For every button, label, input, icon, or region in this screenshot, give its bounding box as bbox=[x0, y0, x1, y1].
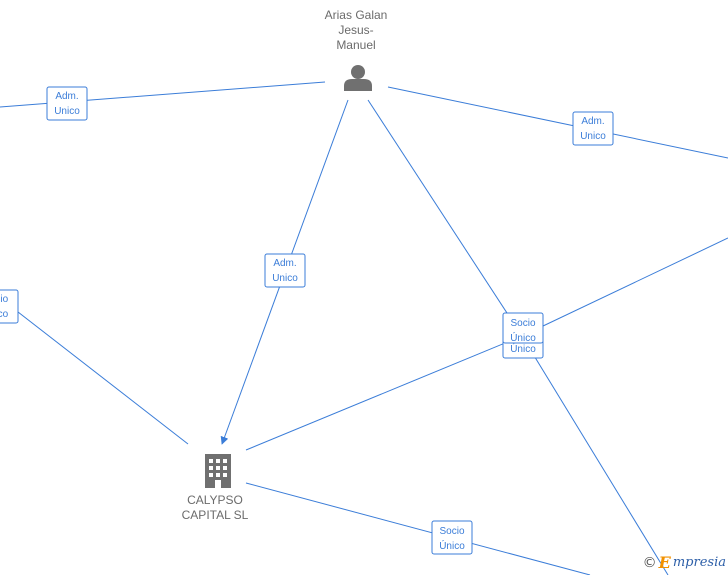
edge-person-to-right bbox=[387, 86, 728, 159]
svg-text:Adm.: Adm. bbox=[55, 91, 78, 102]
copyright-symbol: © bbox=[642, 554, 657, 571]
brand-name: mpresia bbox=[672, 555, 726, 570]
person-icon bbox=[344, 65, 372, 91]
company-name-line-2: CAPITAL SL bbox=[182, 508, 249, 522]
edge-left-to-company bbox=[0, 297, 189, 445]
svg-text:Socio: Socio bbox=[510, 318, 535, 329]
edge-label-left-top[interactable]: Adm. Unico bbox=[46, 86, 88, 121]
svg-text:Adm.: Adm. bbox=[581, 116, 604, 127]
brand-initial: E bbox=[658, 553, 671, 572]
person-name-line-1: Arias Galan bbox=[325, 8, 388, 22]
edge-label-right-top[interactable]: Adm. Unico bbox=[572, 111, 614, 146]
svg-text:Único: Único bbox=[510, 342, 536, 355]
svg-text:Único: Único bbox=[439, 539, 465, 552]
edge-label-socio-upper[interactable]: Socio Único bbox=[502, 312, 544, 344]
company-node[interactable]: CALYPSO CAPITAL SL bbox=[182, 454, 249, 522]
svg-text:ocio: ocio bbox=[0, 294, 9, 305]
edge-person-to-socio bbox=[367, 99, 523, 337]
person-node[interactable]: Arias Galan Jesus- Manuel bbox=[325, 8, 388, 91]
building-icon bbox=[205, 454, 231, 488]
edge-company-to-bottom bbox=[245, 482, 591, 575]
edge-label-bottom[interactable]: Socio Único bbox=[431, 520, 473, 555]
edge-label-center[interactable]: Adm. Unico bbox=[264, 253, 306, 288]
edge-socio-to-bottom-right bbox=[521, 335, 669, 575]
edge-label-left-mid[interactable]: ocio nico bbox=[0, 289, 19, 324]
person-name-line-3: Manuel bbox=[336, 38, 375, 52]
edge-socio-to-right bbox=[521, 237, 728, 337]
svg-text:Unico: Unico bbox=[580, 131, 606, 142]
svg-text:Unico: Unico bbox=[54, 106, 80, 117]
company-name-line-1: CALYPSO bbox=[187, 493, 243, 507]
edge-company-to-socio bbox=[245, 335, 523, 451]
svg-text:Único: Único bbox=[510, 331, 536, 344]
svg-text:nico: nico bbox=[0, 309, 9, 320]
svg-text:Unico: Unico bbox=[272, 273, 298, 284]
svg-text:Socio: Socio bbox=[439, 526, 464, 537]
svg-text:Adm.: Adm. bbox=[273, 258, 296, 269]
person-name-line-2: Jesus- bbox=[338, 23, 373, 37]
